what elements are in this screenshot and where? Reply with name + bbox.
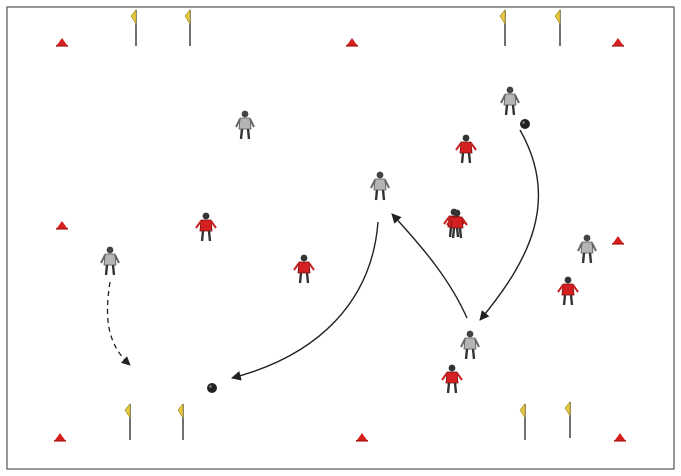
ball: [520, 119, 530, 129]
ball: [207, 383, 217, 393]
field-boundary: [7, 7, 674, 469]
